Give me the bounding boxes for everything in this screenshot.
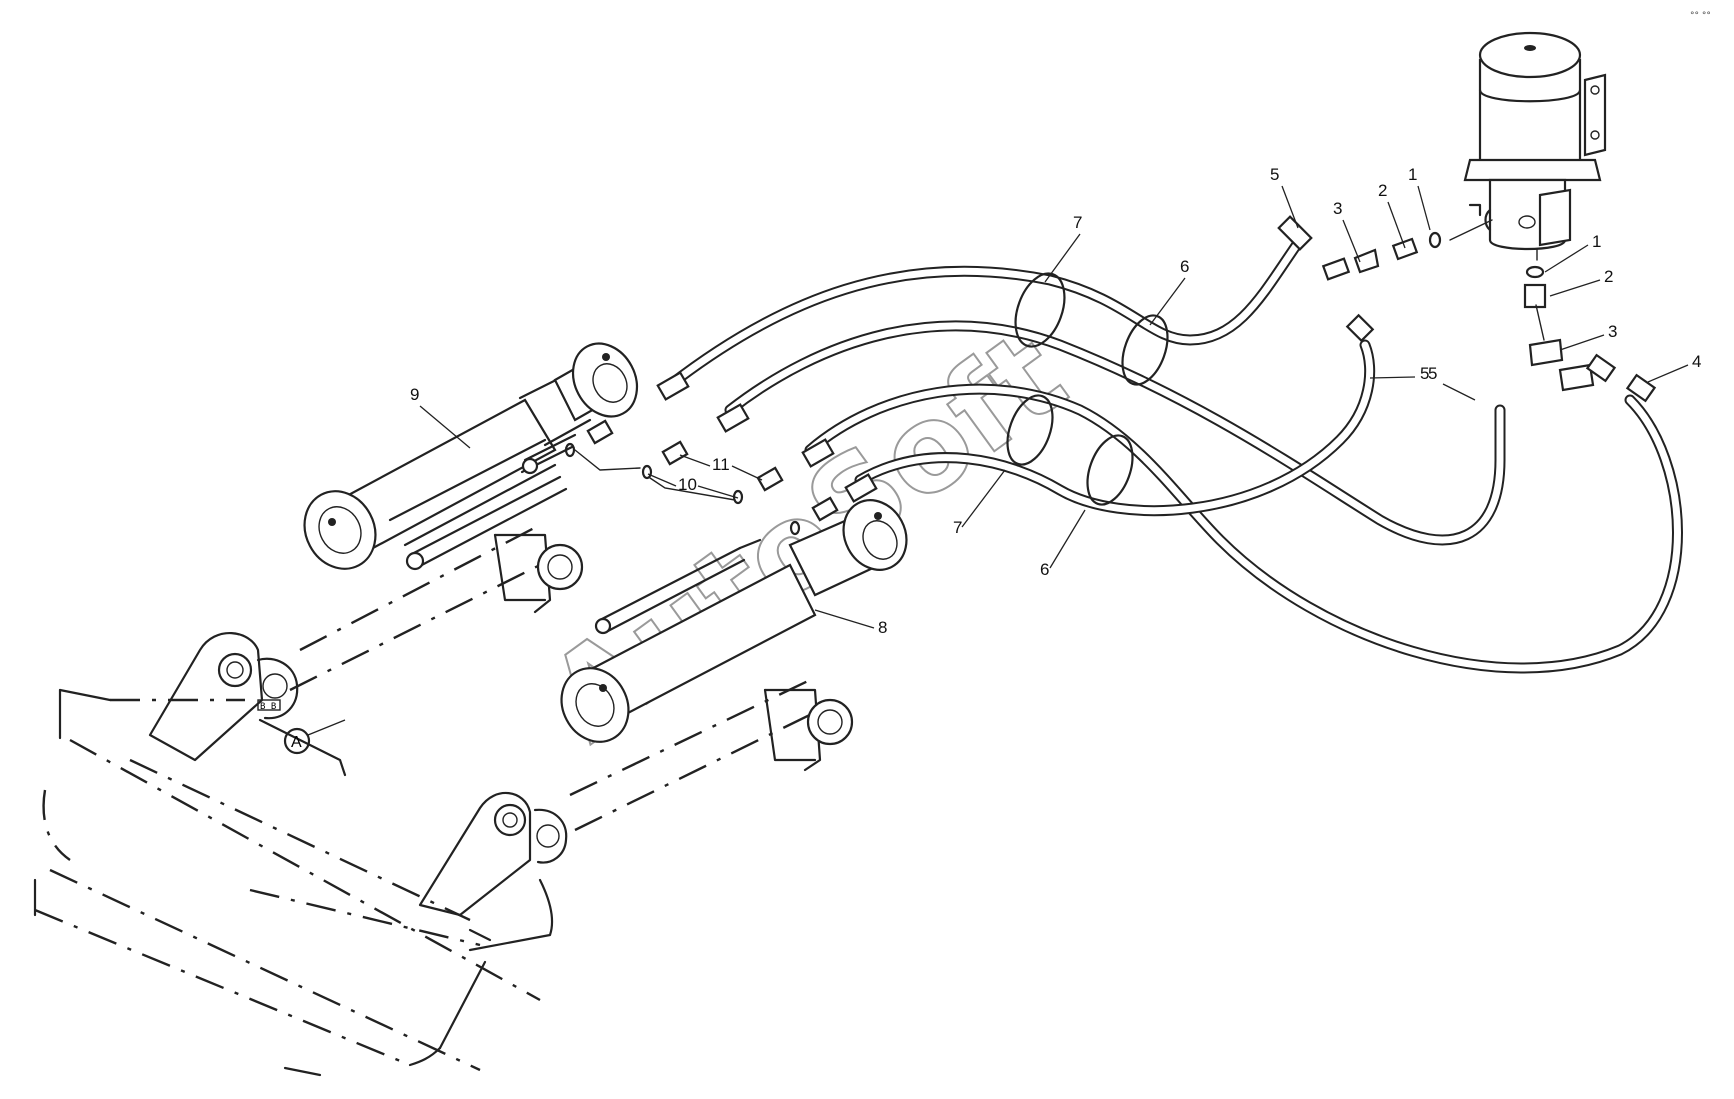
callout-6-lower: 6 [1040, 560, 1049, 579]
view-label: A [291, 734, 302, 751]
callouts: 1 2 3 5 7 6 1 2 3 4 5 5 9 11 10 7 6 8 [410, 165, 1701, 637]
frame-arm-left: B B [148, 523, 584, 777]
hoses [664, 234, 1683, 674]
callout-5-right: 5 [1428, 364, 1437, 383]
rotary-joint [1463, 31, 1607, 251]
callout-11: 11 [712, 455, 730, 474]
callout-5-mid: 5 [1420, 364, 1429, 383]
hydraulic-cylinder-9 [303, 342, 639, 571]
view-marker-a: A [283, 719, 346, 755]
callout-7-top: 7 [1073, 213, 1082, 232]
callout-6-top: 6 [1180, 257, 1189, 276]
callout-3-top: 3 [1333, 199, 1342, 218]
callout-8: 8 [878, 618, 887, 637]
corner-mark: °° °° [1690, 11, 1711, 21]
callout-2-top: 2 [1378, 181, 1387, 200]
callout-1-top: 1 [1408, 165, 1417, 184]
callout-9: 9 [410, 385, 419, 404]
callout-3-right: 3 [1608, 322, 1617, 341]
fittings [564, 215, 1657, 536]
callout-2-right: 2 [1604, 267, 1613, 286]
dozer-blade [33, 688, 541, 1077]
svg-text:B B: B B [260, 702, 276, 712]
callout-4: 4 [1692, 352, 1701, 371]
callout-7-lower: 7 [953, 518, 962, 537]
callout-5-top: 5 [1270, 165, 1279, 184]
frame-arm-right [418, 678, 854, 952]
callout-1-right: 1 [1592, 232, 1601, 251]
callout-10: 10 [678, 475, 697, 494]
hydraulic-cylinder-8 [560, 499, 908, 743]
